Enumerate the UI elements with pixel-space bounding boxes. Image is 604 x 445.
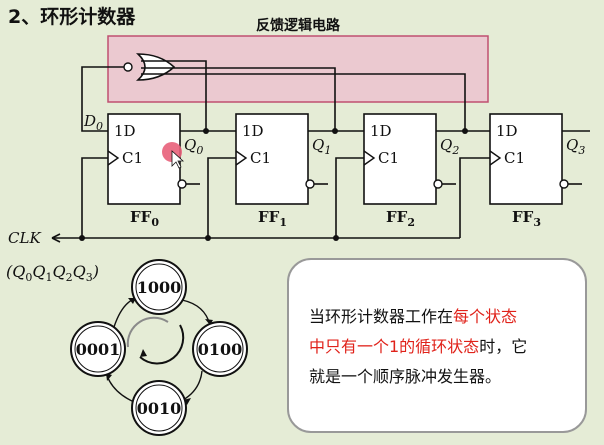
explanation-callout: 当环形计数器工作在每个状态 中只有一个1的循环状态时，它 就是一个顺序脉冲发生器… [287,258,587,433]
ff1-d-label: 1D [242,122,264,140]
clock-edge-icon [363,150,376,166]
ff2-name: FF2 [386,208,415,229]
ff3-name: FF3 [512,208,541,229]
ff1-q-label: Q1 [312,136,331,157]
state-tuple-label: (Q0Q1Q2Q3) [6,262,99,285]
clock-edge-icon [489,150,502,166]
qbar-bubble-icon [305,179,315,189]
svg-text:0001: 0001 [76,340,121,359]
ff1-name: FF1 [258,208,287,229]
d0-label: D0 [83,112,103,133]
ff2-d-label: 1D [370,122,392,140]
ff0-name: FF0 [130,208,159,229]
qbar-bubble-icon [177,179,187,189]
inverter-bubble-icon [123,62,133,72]
qbar-bubble-icon [433,179,443,189]
ff3-q-label: Q3 [566,136,585,157]
state-node-0010: 0010 [131,380,187,436]
ff0-d-label: 1D [114,122,136,140]
flip-flop-1: 1D C1 FF1 Q1 [235,113,331,229]
feedback-logic-label: 反馈逻辑电路 [256,17,341,34]
clock-edge-icon [235,150,248,166]
explanation-text: 当环形计数器工作在每个状态 中只有一个1的循环状态时，它 就是一个顺序脉冲发生器… [309,307,528,386]
svg-text:0100: 0100 [198,340,243,359]
ff0-c-label: C1 [122,149,143,167]
state-node-1000: 1000 [131,259,187,315]
flip-flop-3: 1D C1 FF3 Q3 [489,113,585,229]
junction-dots [79,128,468,241]
section-title: 2、环形计数器 [8,6,136,28]
ff1-c-label: C1 [250,149,271,167]
svg-text:1000: 1000 [137,278,182,297]
svg-text:0010: 0010 [137,399,182,418]
ff3-d-label: 1D [496,122,518,140]
state-node-0100: 0100 [192,321,248,377]
qbar-bubble-icon [559,179,569,189]
ff2-c-label: C1 [378,149,399,167]
state-diagram: 1000 0100 0010 0001 [70,259,248,436]
ff2-q-label: Q2 [440,136,459,157]
clock-edge-icon [107,150,120,166]
clk-label: CLK [8,229,41,247]
state-node-0001: 0001 [70,321,126,377]
mouse-cursor-icon [171,150,185,169]
wires [51,60,590,243]
ff3-c-label: C1 [504,149,525,167]
flip-flop-2: 1D C1 FF2 Q2 [363,113,459,229]
ff0-q-label: Q0 [184,136,203,157]
